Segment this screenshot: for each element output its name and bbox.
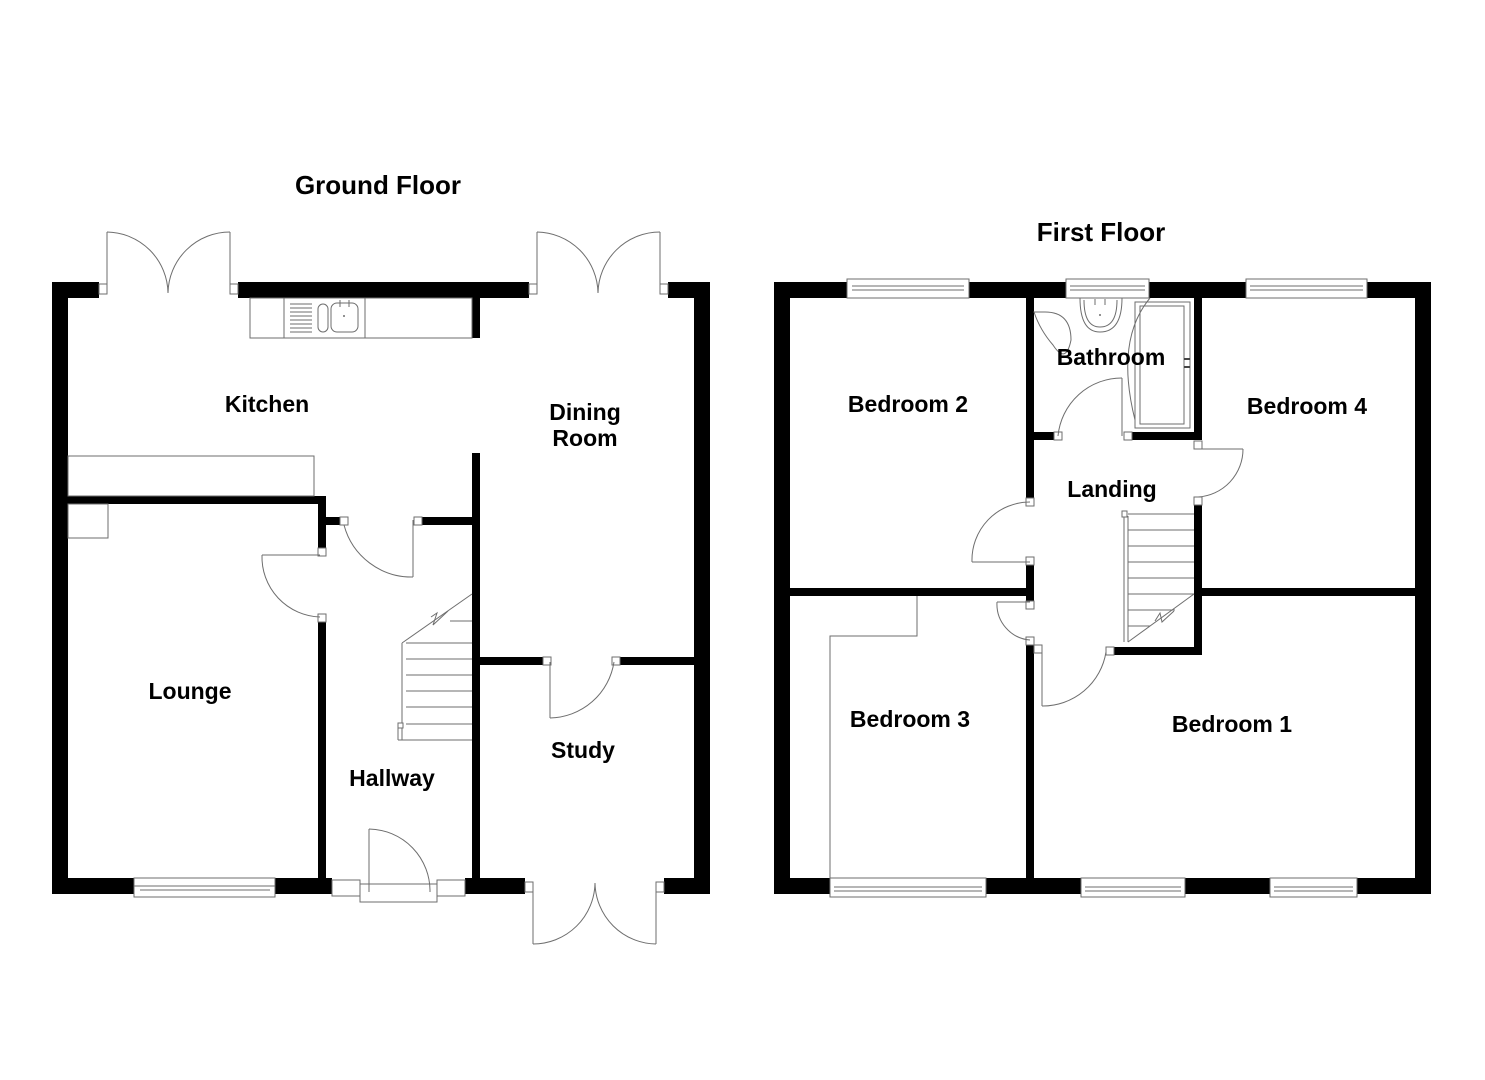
staircase-first [1121,510,1195,643]
room-label-hallway: Hallway [349,765,435,791]
room-label-bathroom: Bathroom [1057,344,1166,370]
room-label-bedroom3: Bedroom 3 [850,706,970,732]
door-hall-kitchen [339,516,423,578]
room-label-bedroom4: Bedroom 4 [1247,393,1367,419]
door-lounge [261,547,327,623]
window-bedroom3 [829,877,987,898]
window-bedroom1-b [1269,877,1358,898]
first-floor-walls [774,282,1431,894]
door-bedroom1 [1033,644,1115,707]
window-bedroom1-a [1080,877,1186,898]
front-door [331,828,466,903]
wardrobe-bedroom3 [829,596,918,878]
french-doors-kitchen [98,231,239,295]
basin [1079,297,1123,333]
first-floor-title: First Floor [1037,217,1166,247]
room-label-bedroom2: Bedroom 2 [848,391,968,417]
ground-floor: Ground Floor [52,170,710,945]
room-label-study: Study [551,737,615,763]
french-doors-dining [528,231,669,295]
room-label-dining-2: Room [552,425,617,451]
door-bathroom [1053,377,1133,441]
wc [1033,311,1072,355]
window-bathroom [1065,278,1150,299]
door-bedroom4 [1193,440,1244,506]
french-doors-study [524,881,665,945]
room-label-bedroom1: Bedroom 1 [1172,711,1292,737]
kitchen-sink-unit [249,297,473,339]
ground-floor-walls [52,282,710,894]
door-bedroom2 [971,497,1035,566]
window-bedroom2 [846,278,970,299]
first-floor: First Floor [774,217,1431,898]
room-label-lounge: Lounge [148,678,231,704]
window-lounge [133,877,276,898]
room-label-dining-1: Dining [549,399,621,425]
room-label-kitchen: Kitchen [225,391,309,417]
ground-floor-title: Ground Floor [295,170,461,200]
door-study [542,656,621,719]
lounge-cupboard [67,503,109,539]
room-label-landing: Landing [1067,476,1156,502]
staircase-ground [397,593,473,741]
door-bedroom3 [996,600,1035,646]
window-bedroom4 [1245,278,1368,299]
bath [1127,297,1191,429]
kitchen-worktop [67,455,315,497]
